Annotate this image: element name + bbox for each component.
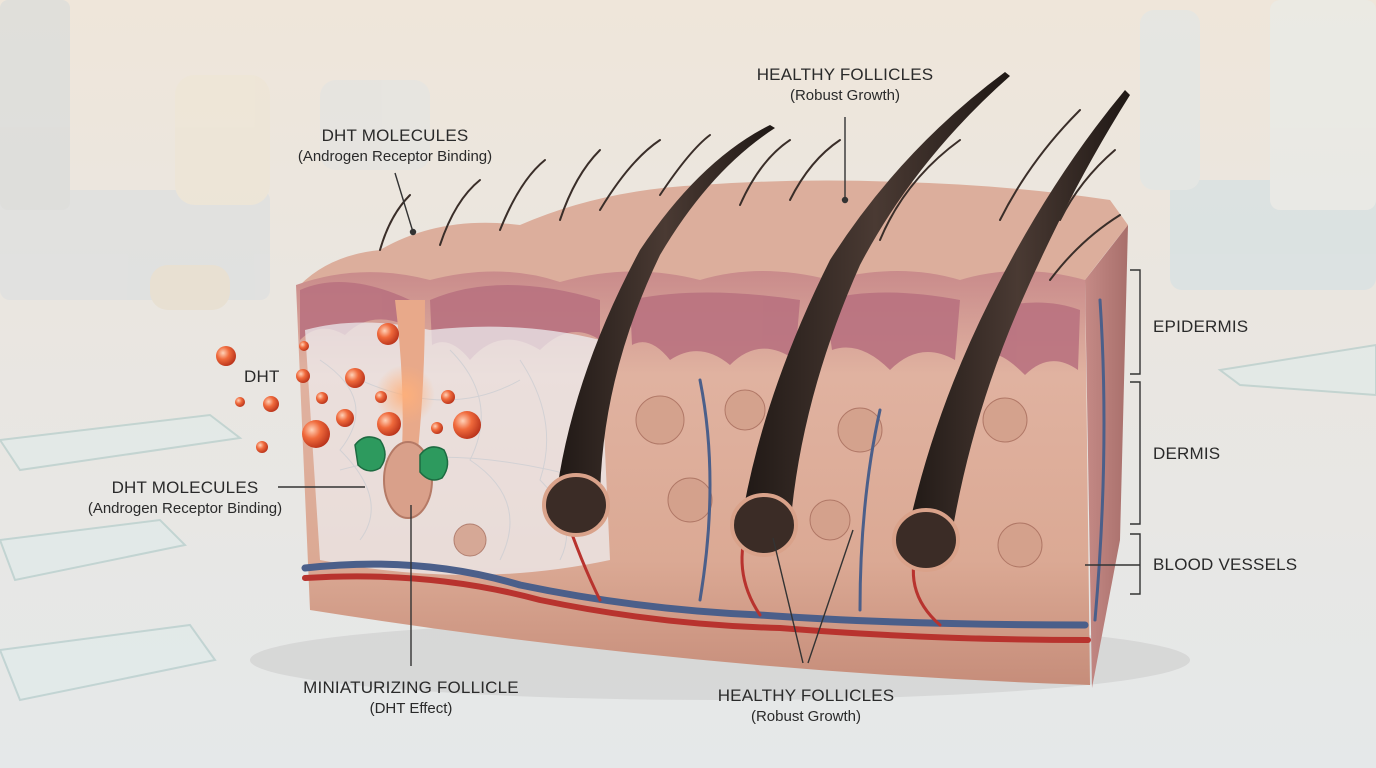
label-title: DHT MOLECULES <box>321 126 469 145</box>
label-dht: DHT <box>244 366 280 387</box>
label-healthy-follicles-bottom: HEALTHY FOLLICLES (Robust Growth) <box>706 685 906 727</box>
label-subtitle: (DHT Effect) <box>369 700 453 717</box>
label-title: MINIATURIZING FOLLICLE <box>303 678 519 697</box>
label-subtitle: (Robust Growth) <box>750 708 862 725</box>
label-title: DHT <box>244 367 280 386</box>
leader-lines <box>278 117 1141 666</box>
follicle-bulb-icon <box>542 473 960 572</box>
label-title: HEALTHY FOLLICLES <box>756 65 934 84</box>
androgen-receptor-icon <box>354 436 449 481</box>
label-miniaturizing-follicle: MINIATURIZING FOLLICLE (DHT Effect) <box>296 677 526 719</box>
label-dermis: DERMIS <box>1153 443 1220 464</box>
dht-molecule-icon <box>216 323 481 453</box>
label-healthy-follicles-top: HEALTHY FOLLICLES (Robust Growth) <box>745 64 945 106</box>
label-subtitle: (Robust Growth) <box>789 87 901 104</box>
label-dht-molecules-top: DHT MOLECULES (Androgen Receptor Binding… <box>270 125 520 167</box>
label-title: HEALTHY FOLLICLES <box>717 686 895 705</box>
hair-shaft-icon <box>555 72 1130 545</box>
label-title: EPIDERMIS <box>1153 317 1249 336</box>
label-title: DHT MOLECULES <box>111 478 259 497</box>
label-subtitle: (Androgen Receptor Binding) <box>297 148 493 165</box>
label-subtitle: (Androgen Receptor Binding) <box>87 500 283 517</box>
label-title: DERMIS <box>1153 444 1221 463</box>
label-dht-molecules-left: DHT MOLECULES (Androgen Receptor Binding… <box>60 477 310 519</box>
label-title: BLOOD VESSELS <box>1153 555 1298 574</box>
label-blood-vessels: BLOOD VESSELS <box>1153 554 1297 575</box>
label-epidermis: EPIDERMIS <box>1153 316 1248 337</box>
